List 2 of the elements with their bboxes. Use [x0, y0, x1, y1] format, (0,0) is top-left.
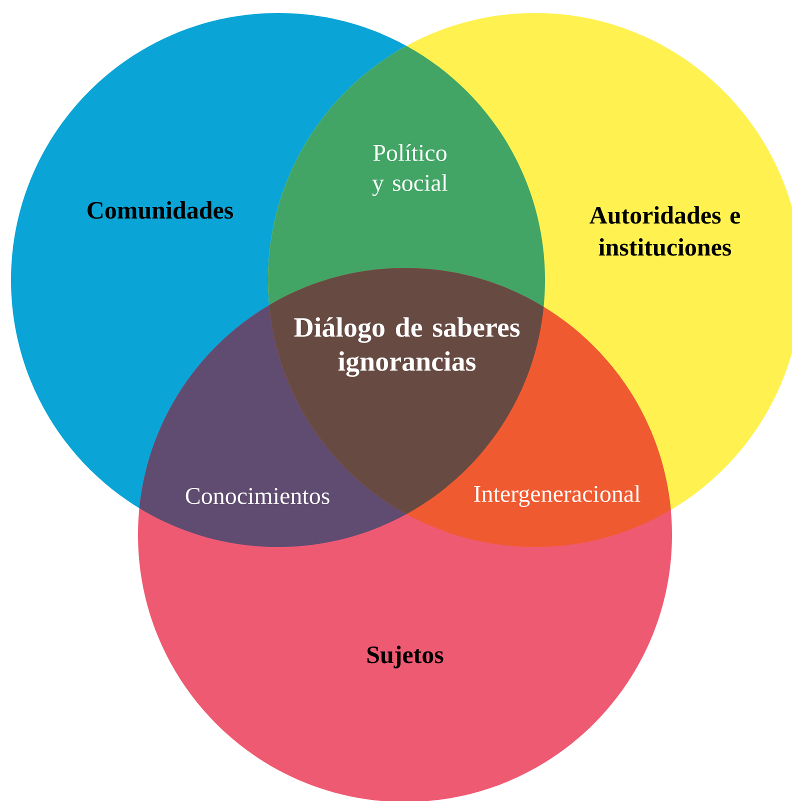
- region-label: Diálogo de saberes ignorancias: [294, 317, 520, 377]
- region-label: Político y social: [372, 144, 448, 196]
